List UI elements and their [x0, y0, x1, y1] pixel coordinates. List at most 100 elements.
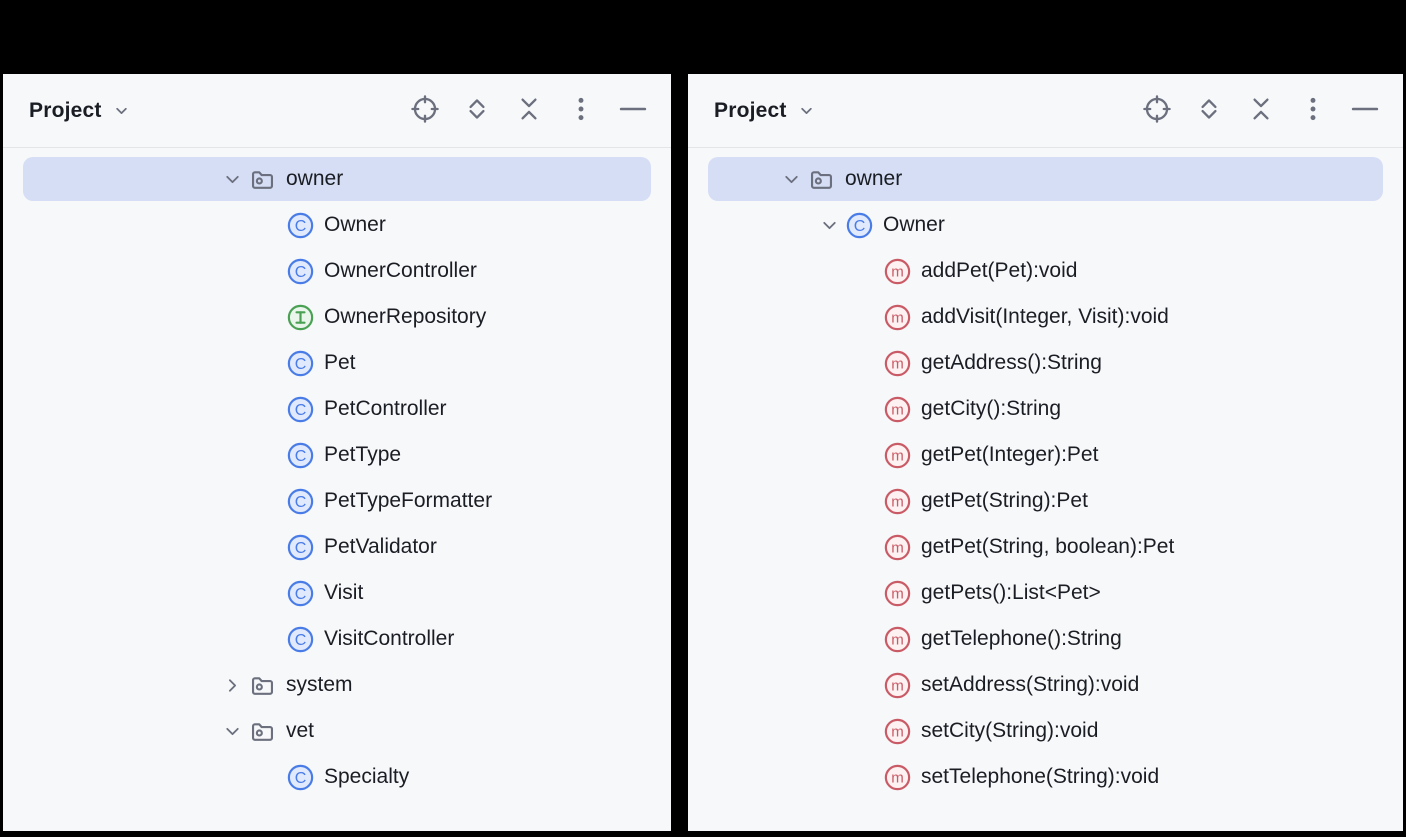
- class-icon: C: [287, 258, 314, 285]
- class-icon: C: [287, 534, 314, 561]
- kebab-menu-icon: [567, 95, 595, 126]
- class-icon: C: [846, 212, 873, 239]
- interface-icon: [287, 304, 314, 331]
- tree-row-label: getPet(Integer):Pet: [921, 443, 1099, 466]
- svg-text:m: m: [891, 677, 904, 694]
- hide-tool-window-button[interactable]: [1351, 97, 1379, 125]
- method-icon: m: [884, 350, 911, 377]
- tree-row-label: getPet(String):Pet: [921, 489, 1088, 512]
- minus-icon: [1350, 95, 1380, 126]
- chevron-spacer: [850, 444, 884, 466]
- tree-row-label: getPet(String, boolean):Pet: [921, 535, 1175, 558]
- method-icon: m: [884, 718, 911, 745]
- chevron-spacer: [253, 352, 287, 374]
- project-view-selector[interactable]: Project: [714, 99, 817, 123]
- tree-row-label: PetController: [324, 397, 447, 420]
- chevron-spacer: [253, 398, 287, 420]
- chevron-spacer: [850, 398, 884, 420]
- expand-all-icon: [1195, 95, 1223, 126]
- method-icon: m: [884, 672, 911, 699]
- tree-row[interactable]: system: [23, 663, 651, 707]
- package-icon: [249, 166, 276, 193]
- tree-row[interactable]: m getTelephone():String: [708, 617, 1383, 661]
- tree-row[interactable]: C OwnerController: [23, 249, 651, 293]
- tree-row-label: getCity():String: [921, 397, 1062, 420]
- select-opened-file-button[interactable]: [411, 95, 439, 125]
- tree-row-label: PetTypeFormatter: [324, 489, 493, 512]
- svg-text:C: C: [295, 493, 307, 511]
- chevron-spacer: [850, 352, 884, 374]
- panel-header: Project: [688, 74, 1403, 148]
- chevron-spacer: [253, 490, 287, 512]
- svg-text:m: m: [891, 539, 904, 556]
- svg-text:C: C: [295, 401, 307, 419]
- more-options-button[interactable]: [1299, 97, 1327, 125]
- chevron-spacer: [850, 260, 884, 282]
- hide-tool-window-button[interactable]: [619, 97, 647, 125]
- project-view-selector[interactable]: Project: [29, 99, 132, 123]
- tree-row[interactable]: m getCity():String: [708, 387, 1383, 431]
- tree-row[interactable]: OwnerRepository: [23, 295, 651, 339]
- chevron-spacer: [253, 214, 287, 236]
- tree-row[interactable]: C PetController: [23, 387, 651, 431]
- tree-row[interactable]: vet: [23, 709, 651, 753]
- chevron-spacer: [253, 536, 287, 558]
- tree-row[interactable]: owner: [708, 157, 1383, 201]
- chevron-down-icon[interactable]: [215, 720, 249, 742]
- tree-row[interactable]: m addVisit(Integer, Visit):void: [708, 295, 1383, 339]
- chevron-down-icon[interactable]: [774, 168, 808, 190]
- package-icon: [808, 166, 835, 193]
- chevron-right-icon[interactable]: [215, 674, 249, 696]
- class-icon: C: [287, 580, 314, 607]
- expand-all-button[interactable]: [463, 97, 491, 125]
- svg-text:C: C: [295, 217, 307, 235]
- tree-row[interactable]: C PetTypeFormatter: [23, 479, 651, 523]
- chevron-down-icon[interactable]: [812, 214, 846, 236]
- tree-row-label: owner: [286, 167, 344, 190]
- collapse-all-button[interactable]: [1247, 97, 1275, 125]
- svg-text:m: m: [891, 631, 904, 648]
- chevron-down-icon[interactable]: [215, 168, 249, 190]
- tree-row-label: Pet: [324, 351, 356, 374]
- method-icon: m: [884, 304, 911, 331]
- tree-row-label: PetValidator: [324, 535, 437, 558]
- expand-all-button[interactable]: [1195, 97, 1223, 125]
- method-icon: m: [884, 396, 911, 423]
- select-opened-file-button[interactable]: [1143, 95, 1171, 125]
- tree-row[interactable]: C PetValidator: [23, 525, 651, 569]
- class-icon: C: [287, 396, 314, 423]
- svg-text:C: C: [295, 585, 307, 603]
- chevron-spacer: [253, 444, 287, 466]
- tree-row-label: addVisit(Integer, Visit):void: [921, 305, 1169, 328]
- tree-row[interactable]: m getPet(String, boolean):Pet: [708, 525, 1383, 569]
- package-icon: [249, 718, 276, 745]
- chevron-spacer: [850, 766, 884, 788]
- tree-row-label: OwnerController: [324, 259, 477, 282]
- method-icon: m: [884, 258, 911, 285]
- svg-text:C: C: [295, 769, 307, 787]
- chevron-spacer: [850, 674, 884, 696]
- chevron-spacer: [253, 582, 287, 604]
- tree-row-label: getTelephone():String: [921, 627, 1122, 650]
- tree-row[interactable]: owner: [23, 157, 651, 201]
- more-options-button[interactable]: [567, 97, 595, 125]
- collapse-all-button[interactable]: [515, 97, 543, 125]
